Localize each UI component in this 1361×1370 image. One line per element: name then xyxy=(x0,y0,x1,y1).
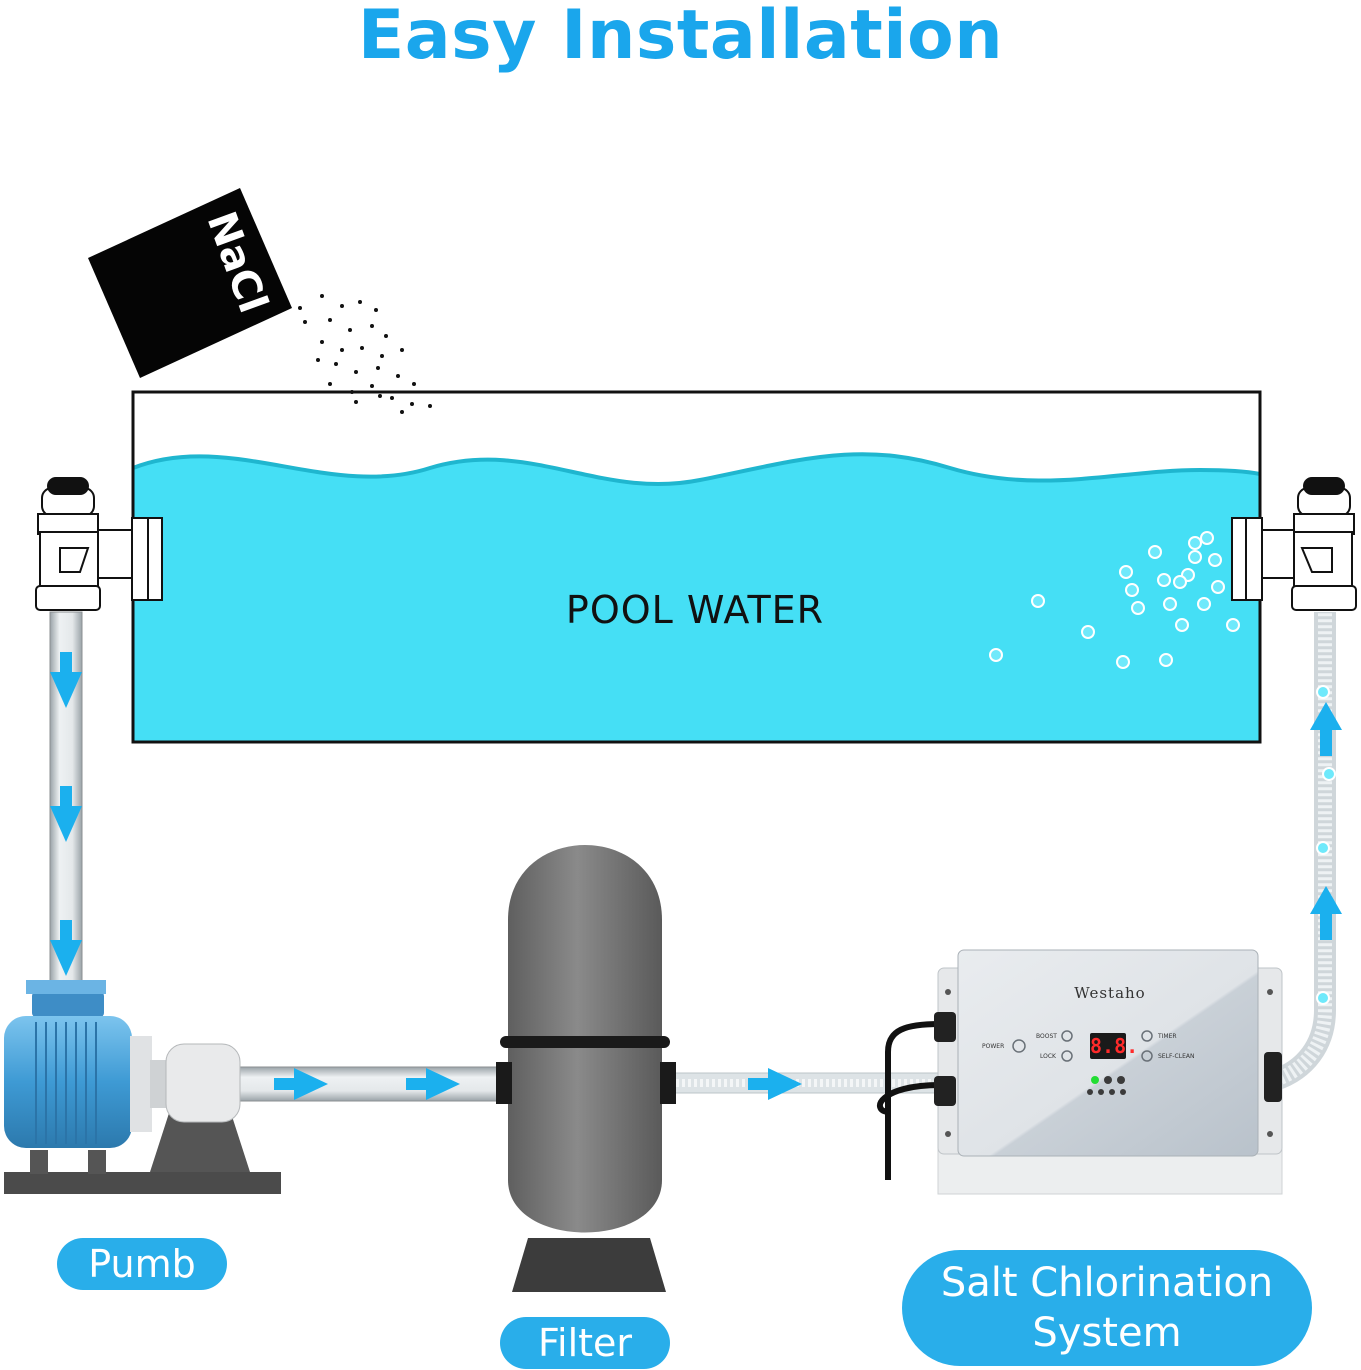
pool-label: POOL WATER xyxy=(565,588,825,632)
power-label: POWER xyxy=(982,1043,1005,1050)
pool xyxy=(131,390,1262,744)
pump-label: Pumb xyxy=(57,1238,227,1290)
salt-system-label-line1: Salt Chlorination xyxy=(940,1260,1274,1306)
arrow-right-3 xyxy=(748,1068,802,1100)
salt-system-label: Salt Chlorination System xyxy=(902,1250,1312,1366)
arrow-down-3 xyxy=(50,920,82,976)
arrow-down-1 xyxy=(50,652,82,708)
flow-arrows xyxy=(50,652,1342,1100)
arrow-up-1 xyxy=(1310,702,1342,756)
arrow-right-1 xyxy=(274,1068,328,1100)
arrow-right-2 xyxy=(406,1068,460,1100)
hose-bubbles xyxy=(1316,685,1336,1005)
filter-label: Filter xyxy=(500,1317,670,1369)
self-clean-label: SELF-CLEAN xyxy=(1158,1053,1195,1060)
pump xyxy=(4,980,281,1194)
arrow-down-2 xyxy=(50,786,82,842)
filter-tank xyxy=(496,845,676,1292)
arrow-up-2 xyxy=(1310,886,1342,940)
device-brand: Westaho xyxy=(1074,984,1146,1002)
device-display: 8.8. xyxy=(1090,1033,1139,1059)
salt-grains xyxy=(298,294,432,414)
page-title: Easy Installation xyxy=(357,0,1004,75)
salt-system-label-line2: System xyxy=(1032,1310,1182,1356)
right-supply-hose xyxy=(1271,612,1336,1091)
boost-label: BOOST xyxy=(1036,1033,1057,1040)
timer-label: TIMER xyxy=(1158,1033,1177,1040)
left-pool-fitting xyxy=(35,477,163,611)
filter-to-chlorinator-hose xyxy=(669,1072,971,1094)
right-pool-fitting xyxy=(1231,477,1357,611)
lock-label: LOCK xyxy=(1040,1053,1056,1060)
pool-bubbles xyxy=(989,531,1251,669)
salt-bag xyxy=(88,188,292,378)
